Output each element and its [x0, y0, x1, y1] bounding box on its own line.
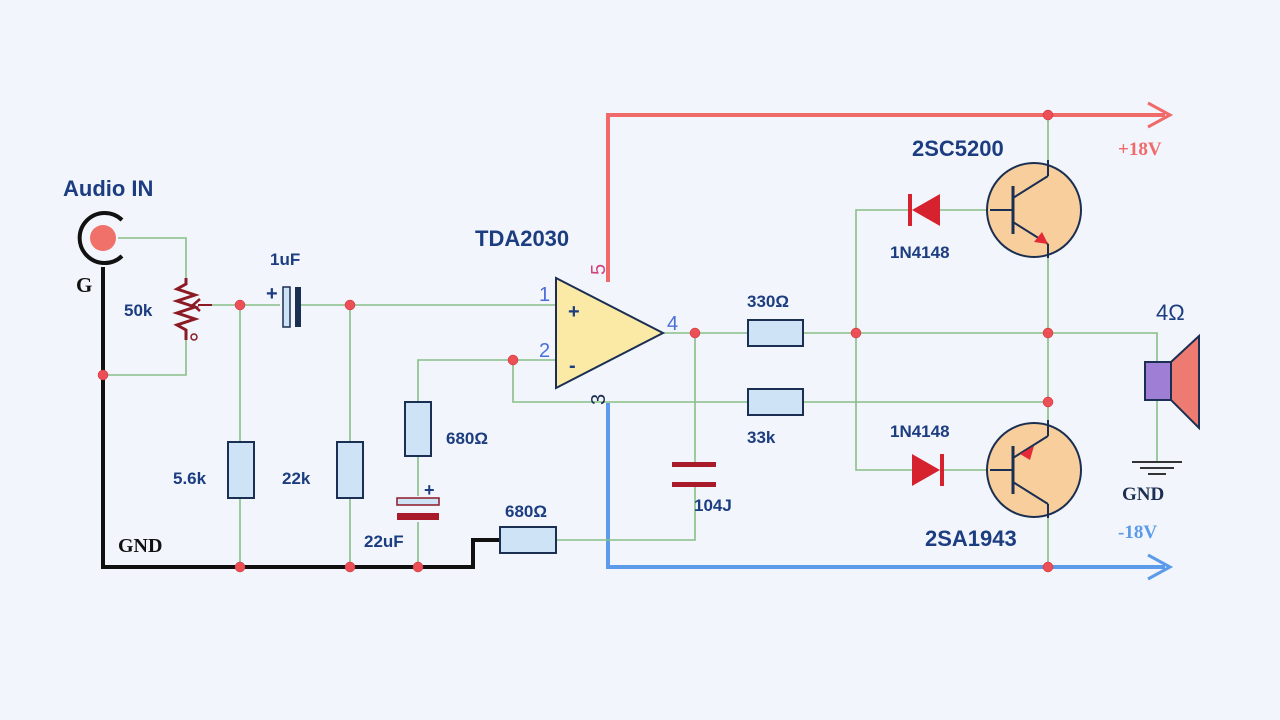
pnp-transistor-icon[interactable]	[986, 420, 1082, 518]
resistor-680-feedback[interactable]	[404, 401, 432, 457]
resistor-680-feedback-label: 680Ω	[446, 429, 488, 448]
npn-label: 2SC5200	[912, 136, 1004, 161]
audio-in-label: Audio IN	[63, 176, 153, 201]
resistor-330-label: 330Ω	[747, 292, 789, 311]
diode-top-label: 1N4148	[890, 243, 950, 262]
audio-jack-icon[interactable]	[77, 211, 124, 265]
node-dots	[97, 109, 1054, 573]
vneg-label: -18V	[1118, 522, 1157, 543]
opamp-plus: +	[568, 301, 580, 323]
cap-1uf-label: 1uF	[270, 250, 300, 269]
gnd-left-label: GND	[118, 535, 162, 557]
resistor-680-ground[interactable]	[499, 526, 557, 554]
signal-wires	[103, 115, 1158, 567]
capacitor-22uf[interactable]	[396, 497, 440, 520]
ground-wire	[101, 267, 500, 569]
vpos-label: +18V	[1118, 139, 1162, 160]
gnd-right-label: GND	[1122, 484, 1164, 505]
resistor-33k-label: 33k	[747, 428, 776, 447]
resistor-5k6[interactable]	[227, 441, 255, 499]
pin3-label: 3	[588, 394, 610, 405]
capacitor-1uf[interactable]	[282, 286, 301, 328]
cap-22uf-plus: +	[424, 480, 435, 500]
pin2-label: 2	[539, 340, 550, 362]
opamp-minus: -	[569, 355, 576, 377]
cap-22uf-label: 22uF	[364, 532, 404, 551]
resistor-22k-label: 22k	[282, 469, 311, 488]
resistor-22k[interactable]	[336, 441, 364, 499]
pnp-label: 2SA1943	[925, 526, 1017, 551]
cap-104j-label: 104J	[694, 496, 732, 515]
op-amp-triangle-icon[interactable]	[555, 276, 666, 390]
pin5-label: 5	[588, 264, 610, 275]
capacitor-104j[interactable]	[672, 462, 716, 487]
ground-symbol-icon	[1132, 461, 1182, 475]
npn-transistor-icon[interactable]	[986, 160, 1082, 258]
pin1-label: 1	[539, 284, 550, 306]
negative-rail	[606, 403, 1174, 581]
ic-label: TDA2030	[475, 226, 569, 251]
resistor-33k[interactable]	[747, 388, 804, 416]
diode-bottom-label: 1N4148	[890, 422, 950, 441]
resistor-330[interactable]	[747, 319, 804, 347]
diode-bottom-icon[interactable]	[912, 454, 944, 486]
diode-icon[interactable]	[908, 194, 940, 226]
speaker-label: 4Ω	[1156, 300, 1185, 325]
speaker-icon[interactable]	[1144, 333, 1200, 431]
cap-plus-sign: +	[266, 283, 278, 305]
pin4-label: 4	[667, 313, 678, 335]
resistor-680-ground-label: 680Ω	[505, 502, 547, 521]
resistor-5k6-label: 5.6k	[173, 469, 207, 488]
potentiometer-icon[interactable]	[172, 278, 212, 341]
pot-label: 50k	[124, 301, 153, 320]
input-ground-label: G	[76, 273, 92, 297]
positive-rail	[606, 101, 1174, 282]
